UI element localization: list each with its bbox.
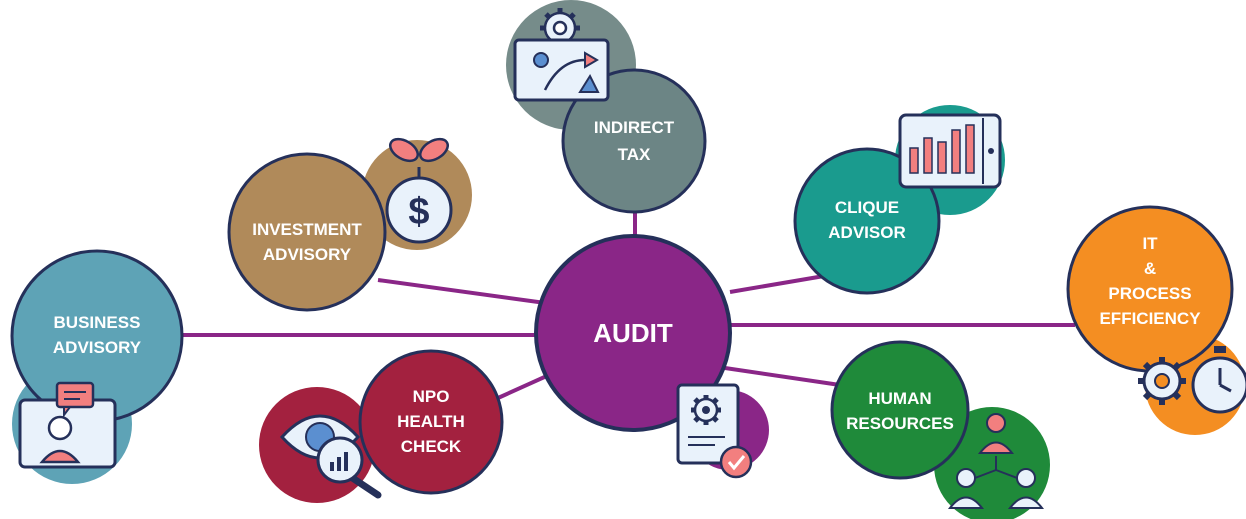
connector-hr — [724, 366, 841, 387]
dollar-icon: $ — [385, 176, 453, 244]
gears-stopwatch-icon — [1138, 346, 1246, 414]
flowchart-icon — [513, 8, 610, 102]
eye-magnifier-icon — [279, 414, 382, 499]
svg-text:$: $ — [408, 191, 429, 233]
audit-circle — [534, 234, 732, 432]
it-label-4: EFFICIENCY — [1099, 309, 1201, 328]
document-checkmark-icon — [676, 383, 753, 479]
investment-circle — [227, 152, 387, 312]
clique-label-1: CLIQUE — [835, 198, 899, 217]
it-label-3: PROCESS — [1108, 284, 1191, 303]
indirect-tax-label-1: INDIRECT — [594, 118, 675, 137]
org-chart-people-icon — [947, 413, 1045, 509]
indirect-tax-label-2: TAX — [618, 145, 651, 164]
node-indirect-tax[interactable]: INDIRECT — [506, 0, 707, 214]
indirect-tax-circle — [561, 68, 707, 214]
connector-clique — [729, 273, 831, 294]
connector-investment — [377, 278, 561, 307]
npo-circle — [358, 349, 504, 495]
investment-label-2: ADVISORY — [263, 245, 352, 264]
business-label-1: BUSINESS — [54, 313, 141, 332]
npo-label-2: HEALTH — [397, 412, 465, 431]
npo-label-3: CHECK — [401, 437, 462, 456]
node-human-resources[interactable]: HUMAN RESOURCES — [830, 340, 1050, 519]
it-label-2: & — [1144, 259, 1156, 278]
clique-label-2: ADVISOR — [828, 223, 905, 242]
connectors — [180, 200, 1075, 400]
business-circle — [10, 249, 184, 423]
gear-icon — [540, 8, 580, 45]
hr-label-2: RESOURCES — [846, 414, 954, 433]
business-label-2: ADVISORY — [53, 338, 142, 357]
video-call-chat-icon — [18, 381, 117, 469]
hr-label-1: HUMAN — [868, 389, 931, 408]
investment-label-1: INVESTMENT — [252, 220, 362, 239]
hr-circle — [830, 340, 970, 480]
it-label-1: IT — [1142, 234, 1158, 253]
npo-label-1: NPO — [413, 387, 450, 406]
bar-chart-tablet-icon — [898, 113, 1002, 189]
money-plant-icon: $ — [385, 137, 453, 244]
audit-label: AUDIT — [593, 318, 673, 348]
